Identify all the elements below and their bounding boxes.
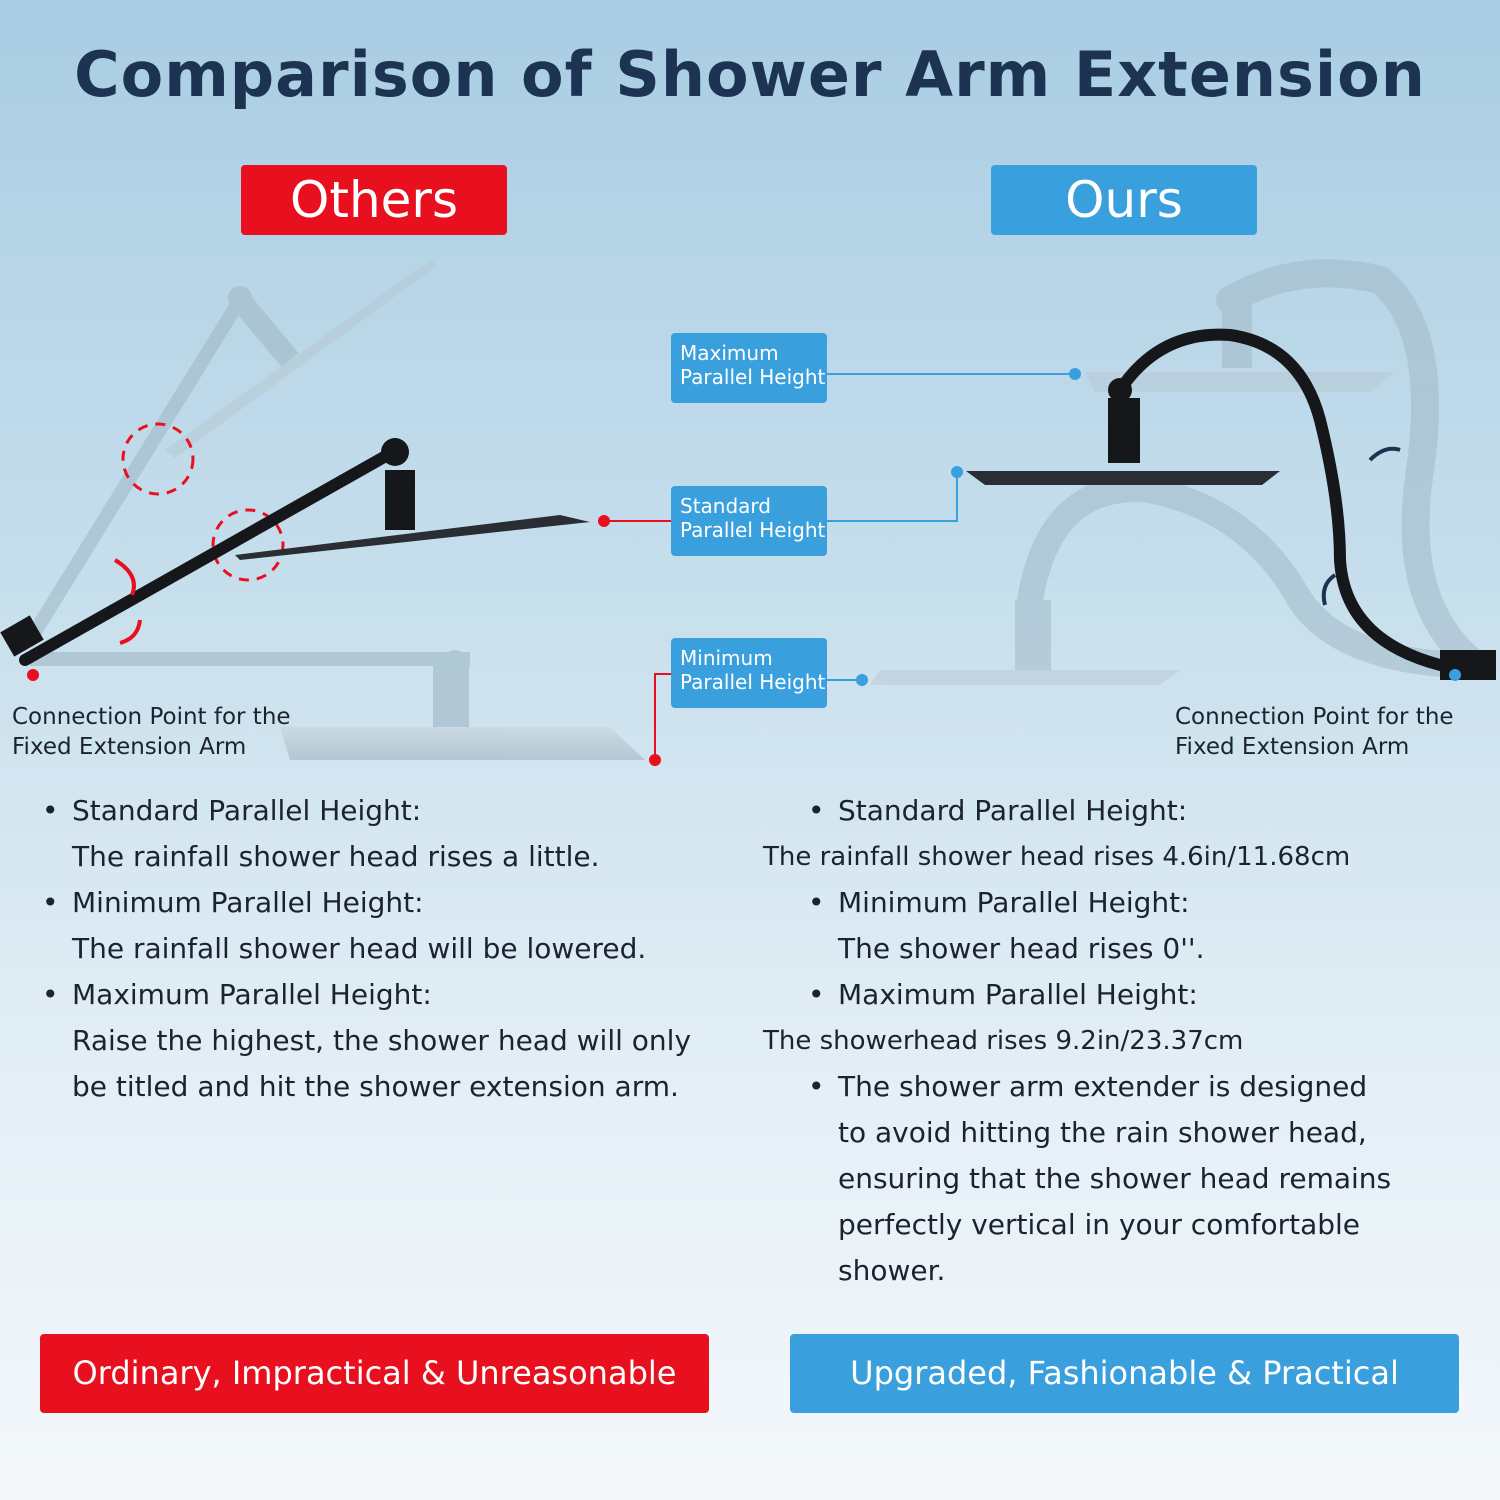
others-feature-list: Standard Parallel Height: The rainfall s… [42,788,742,1110]
list-item: Minimum Parallel Height: [808,880,1468,926]
list-item: Standard Parallel Height: [42,788,742,834]
others-ghost-lowered-arm [30,650,645,760]
others-connection-caption-line2: Fixed Extension Arm [12,734,247,760]
list-item-text: The showerhead rises 9.2in/23.37cm [763,1026,1244,1056]
ours-black-arm [966,328,1496,681]
maximum-height-label-line2: Parallel Height [680,365,826,389]
list-item-text: shower. [838,1254,946,1287]
ours-connection-caption-line1: Connection Point for the [1175,704,1454,730]
list-item: Maximum Parallel Height: [42,972,742,1018]
hit-point-circle [211,508,285,582]
ours-verdict-banner: Upgraded, Fashionable & Practical [790,1334,1459,1413]
others-tag: Others [241,165,507,235]
hit-point-circle [121,422,195,496]
others-connection-caption: Connection Point for the Fixed Extension… [12,702,291,762]
ours-tag: Ours [991,165,1257,235]
list-item: The shower arm extender is designed [808,1064,1468,1110]
minimum-height-label: Minimum Parallel Height [671,638,827,708]
standard-height-label-line1: Standard [680,494,771,518]
others-ghost-raised-arm [23,260,438,647]
others-connection-caption-line1: Connection Point for the [12,704,291,730]
minimum-height-label-line1: Minimum [680,646,773,670]
ours-connection-caption-line2: Fixed Extension Arm [1175,734,1410,760]
ours-feature-list: Standard Parallel Height: The rainfall s… [763,788,1468,1294]
list-item: Minimum Parallel Height: [42,880,742,926]
list-item-text: perfectly vertical in your comfortable [838,1208,1361,1241]
list-item-text: The rainfall shower head rises 4.6in/11.… [763,842,1351,872]
ours-ghost-arms [870,259,1484,685]
list-item: Maximum Parallel Height: [808,972,1468,1018]
list-item-text: be titled and hit the shower extension a… [72,1070,679,1103]
list-item-text: ensuring that the shower head remains [838,1162,1392,1195]
page-title: Comparison of Shower Arm Extension [74,38,1426,111]
others-black-arm [0,438,590,666]
maximum-height-label: Maximum Parallel Height [671,333,827,403]
maximum-height-label-line1: Maximum [680,341,779,365]
list-item-text: The shower head rises 0''. [838,932,1205,965]
standard-height-label-line2: Parallel Height [680,518,826,542]
minimum-height-label-line2: Parallel Height [680,670,826,694]
list-item-text: The rainfall shower head will be lowered… [72,932,647,965]
others-verdict-banner: Ordinary, Impractical & Unreasonable [40,1334,709,1413]
ours-connection-caption: Connection Point for the Fixed Extension… [1175,702,1454,762]
shower-arm-diagram [0,259,1496,766]
standard-height-label: Standard Parallel Height [671,486,827,556]
list-item-text: to avoid hitting the rain shower head, [838,1116,1367,1149]
list-item-text: The rainfall shower head rises a little. [72,840,600,873]
list-item: Standard Parallel Height: [808,788,1468,834]
list-item-text: Raise the highest, the shower head will … [72,1024,692,1057]
